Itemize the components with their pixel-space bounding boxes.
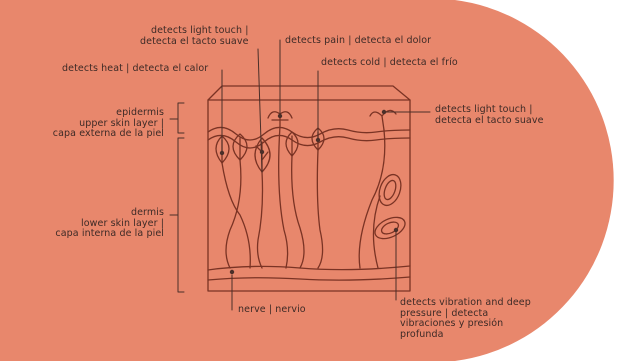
label-dermis: dermis lower skin layer | capa interna d… — [44, 208, 164, 240]
label-epidermis-line-3: capa externa de la piel — [44, 129, 164, 140]
label-dermis-line-1: dermis — [44, 208, 164, 219]
label-light-touch-top-line-1: detects light touch | — [140, 26, 249, 37]
label-epidermis: epidermis upper skin layer | capa extern… — [44, 108, 164, 140]
label-pain: detects pain | detecta el dolor — [285, 36, 431, 47]
label-light-touch-right: detects light touch | detecta el tacto s… — [435, 105, 544, 126]
label-light-touch-top-line-2: detecta el tacto suave — [140, 37, 249, 48]
label-heat: detects heat | detecta el calor — [62, 64, 208, 75]
label-dermis-line-3: capa interna de la piel — [44, 229, 164, 240]
label-light-touch-top: detects light touch | detecta el tacto s… — [140, 26, 249, 47]
label-cold: detects cold | detecta el frío — [321, 58, 458, 69]
label-nerve: nerve | nervio — [238, 305, 306, 316]
label-vibration-line-1: detects vibration and deep — [400, 298, 531, 309]
label-epidermis-line-1: epidermis — [44, 108, 164, 119]
label-vibration: detects vibration and deep pressure | de… — [400, 298, 531, 340]
label-light-touch-right-line-1: detects light touch | — [435, 105, 544, 116]
label-vibration-line-4: profunda — [400, 330, 531, 341]
label-light-touch-right-line-2: detecta el tacto suave — [435, 116, 544, 127]
label-vibration-line-3: vibraciones y presión — [400, 319, 531, 330]
